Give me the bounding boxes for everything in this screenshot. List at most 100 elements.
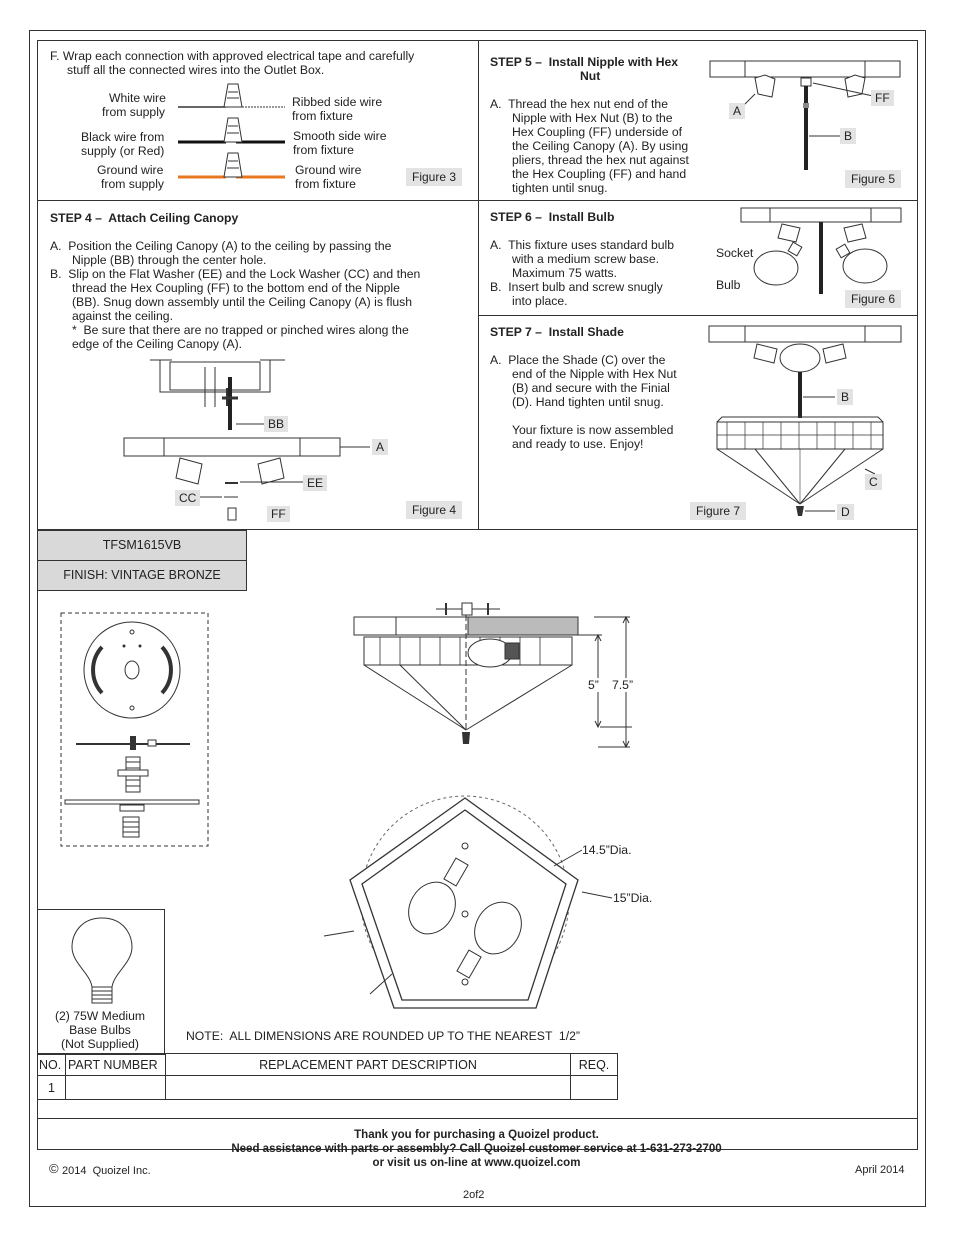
instruction-line: (D). Hand tighten until snug.: [512, 395, 664, 409]
instruction-line: Maximum 75 watts.: [512, 266, 617, 280]
instruction-line: B. Slip on the Flat Washer (EE) and the …: [50, 267, 421, 281]
instruction-line: (B) and secure with the Finial: [512, 381, 670, 395]
step-f-text: stuff all the connected wires into the O…: [67, 63, 325, 77]
height-5-label: 5”: [588, 678, 599, 692]
instruction-line: A. Place the Shade (C) over the: [490, 353, 666, 367]
smooth-wire-label: Smooth side wire: [293, 129, 387, 143]
footer-assistance: Need assistance with parts or assembly? …: [231, 1143, 722, 1155]
step-5-title: STEP 5 – Install Nipple with Hex: [490, 55, 679, 69]
height-7-5-label: 7.5”: [612, 678, 634, 692]
instruction-line: tighten until snug.: [512, 181, 608, 195]
copyright-text: 2014 Quoizel Inc.: [62, 1165, 151, 1177]
figure-6-label: Figure 6: [845, 290, 902, 308]
page-border: [29, 30, 926, 1207]
label-bb: BB: [264, 416, 289, 432]
black-wire-label: Black wire from: [81, 130, 165, 144]
step-f-text: F. Wrap each connection with approved el…: [50, 49, 415, 63]
instruction-line: (BB). Snug down assembly until the Ceili…: [72, 295, 413, 309]
instruction-line: A. Thread the hex nut end of the: [490, 97, 668, 111]
cell-description: [165, 1075, 571, 1100]
divider: [478, 40, 479, 530]
footer-thanks: Thank you for purchasing a Quoizel produ…: [354, 1129, 599, 1141]
divider: [478, 315, 917, 316]
instruction-line: Nipple with Hex Nut (B) to the: [512, 111, 673, 125]
label-ff: FF: [267, 506, 290, 522]
instruction-line: end of the Nipple with Hex Nut: [512, 367, 677, 381]
bulb-icon: [71, 917, 133, 1004]
col-header-no: NO.: [37, 1053, 66, 1076]
page-number: 2of2: [463, 1189, 485, 1201]
instruction-line: the Hex Coupling (FF) and hand: [512, 167, 687, 181]
divider: [37, 529, 917, 530]
figure-6-drawing: [740, 207, 902, 294]
footer-website: or visit us on-line at www.quoizel.com: [372, 1157, 581, 1169]
bulb-label: Bulb: [716, 278, 741, 292]
instruction-line: pliers, thread the hex nut against: [512, 153, 689, 167]
bulb-note: (Not Supplied): [61, 1037, 139, 1051]
figure-3-label: Figure 3: [406, 168, 463, 186]
white-wire-label: from supply: [102, 105, 165, 119]
instruction-line: B. Insert bulb and screw snugly: [490, 280, 663, 294]
step-4-title: STEP 4 – Attach Ceiling Canopy: [50, 211, 239, 225]
figure-5-label: Figure 5: [845, 170, 902, 188]
diameter-14-5-label: 14.5”Dia.: [582, 843, 632, 857]
table-header-row: NO. PART NUMBER REPLACEMENT PART DESCRIP…: [37, 1053, 618, 1076]
divider: [37, 200, 917, 201]
col-header-part-number: PART NUMBER: [65, 1053, 166, 1076]
instruction-line: A. This fixture uses standard bulb: [490, 238, 675, 252]
col-header-description: REPLACEMENT PART DESCRIPTION: [165, 1053, 571, 1076]
diameter-15-label: 15”Dia.: [613, 891, 653, 905]
wire-nut-diagram: [178, 83, 285, 179]
footer-date: April 2014: [855, 1164, 905, 1176]
instruction-line: Your fixture is now assembled: [512, 423, 674, 437]
parts-table: NO. PART NUMBER REPLACEMENT PART DESCRIP…: [37, 1053, 618, 1100]
figure-5-drawing: [709, 60, 901, 170]
instruction-line: against the ceiling.: [72, 309, 173, 323]
label-c: C: [865, 474, 882, 490]
instruction-line: * Be sure that there are no trapped or p…: [72, 323, 409, 337]
hardware-kit-drawing: [60, 612, 209, 847]
step-5-title: Nut: [580, 69, 601, 83]
model-box: TFSM1615VB: [37, 530, 247, 561]
finish-box: FINISH: VINTAGE BRONZE: [37, 560, 247, 591]
label-ff: FF: [871, 90, 894, 106]
label-a: A: [729, 103, 746, 119]
col-header-req: REQ.: [570, 1053, 618, 1076]
figure-7-label: Figure 7: [690, 502, 747, 520]
bulb-note: Base Bulbs: [69, 1023, 131, 1037]
label-cc: CC: [175, 490, 201, 506]
label-a: A: [372, 439, 389, 455]
ground-fixture-label: Ground wire: [295, 163, 362, 177]
smooth-wire-label: from fixture: [293, 143, 354, 157]
label-b: B: [837, 389, 854, 405]
label-d: D: [837, 504, 854, 520]
instruction-line: Nipple (BB) through the center hole.: [72, 253, 267, 267]
socket-label: Socket: [716, 246, 754, 260]
label-ee: EE: [303, 475, 328, 491]
ground-supply-label: Ground wire: [97, 163, 164, 177]
instruction-line: with a medium screw base.: [512, 252, 659, 266]
figure-4-label: Figure 4: [406, 501, 463, 519]
figure-7-drawing: [708, 325, 902, 516]
instruction-line: Hex Coupling (FF) underside of: [512, 125, 683, 139]
content-border: [37, 40, 918, 1150]
ribbed-wire-label: Ribbed side wire: [292, 95, 383, 109]
ground-fixture-label: from fixture: [295, 177, 356, 191]
white-wire-label: White wire: [109, 91, 166, 105]
black-wire-label: supply (or Red): [81, 144, 165, 158]
table-row: 1: [37, 1075, 618, 1100]
ground-supply-label: from supply: [101, 177, 164, 191]
fixture-top-view-drawing: [323, 795, 613, 1009]
label-b: B: [840, 128, 857, 144]
instruction-line: A. Position the Ceiling Canopy (A) to th…: [50, 239, 392, 253]
fixture-elevation-drawing: [353, 602, 632, 749]
bulb-note: (2) 75W Medium: [54, 1009, 146, 1023]
instruction-line: thread the Hex Coupling (FF) to the bott…: [72, 281, 400, 295]
step-7-title: STEP 7 – Install Shade: [490, 325, 624, 339]
instruction-line: into place.: [512, 294, 568, 308]
cell-no: 1: [37, 1075, 66, 1100]
instruction-line: edge of the Ceiling Canopy (A).: [72, 337, 243, 351]
cell-part-number: [65, 1075, 166, 1100]
copyright-symbol: ©: [49, 1161, 59, 1176]
instruction-line: and ready to use. Enjoy!: [512, 437, 644, 451]
